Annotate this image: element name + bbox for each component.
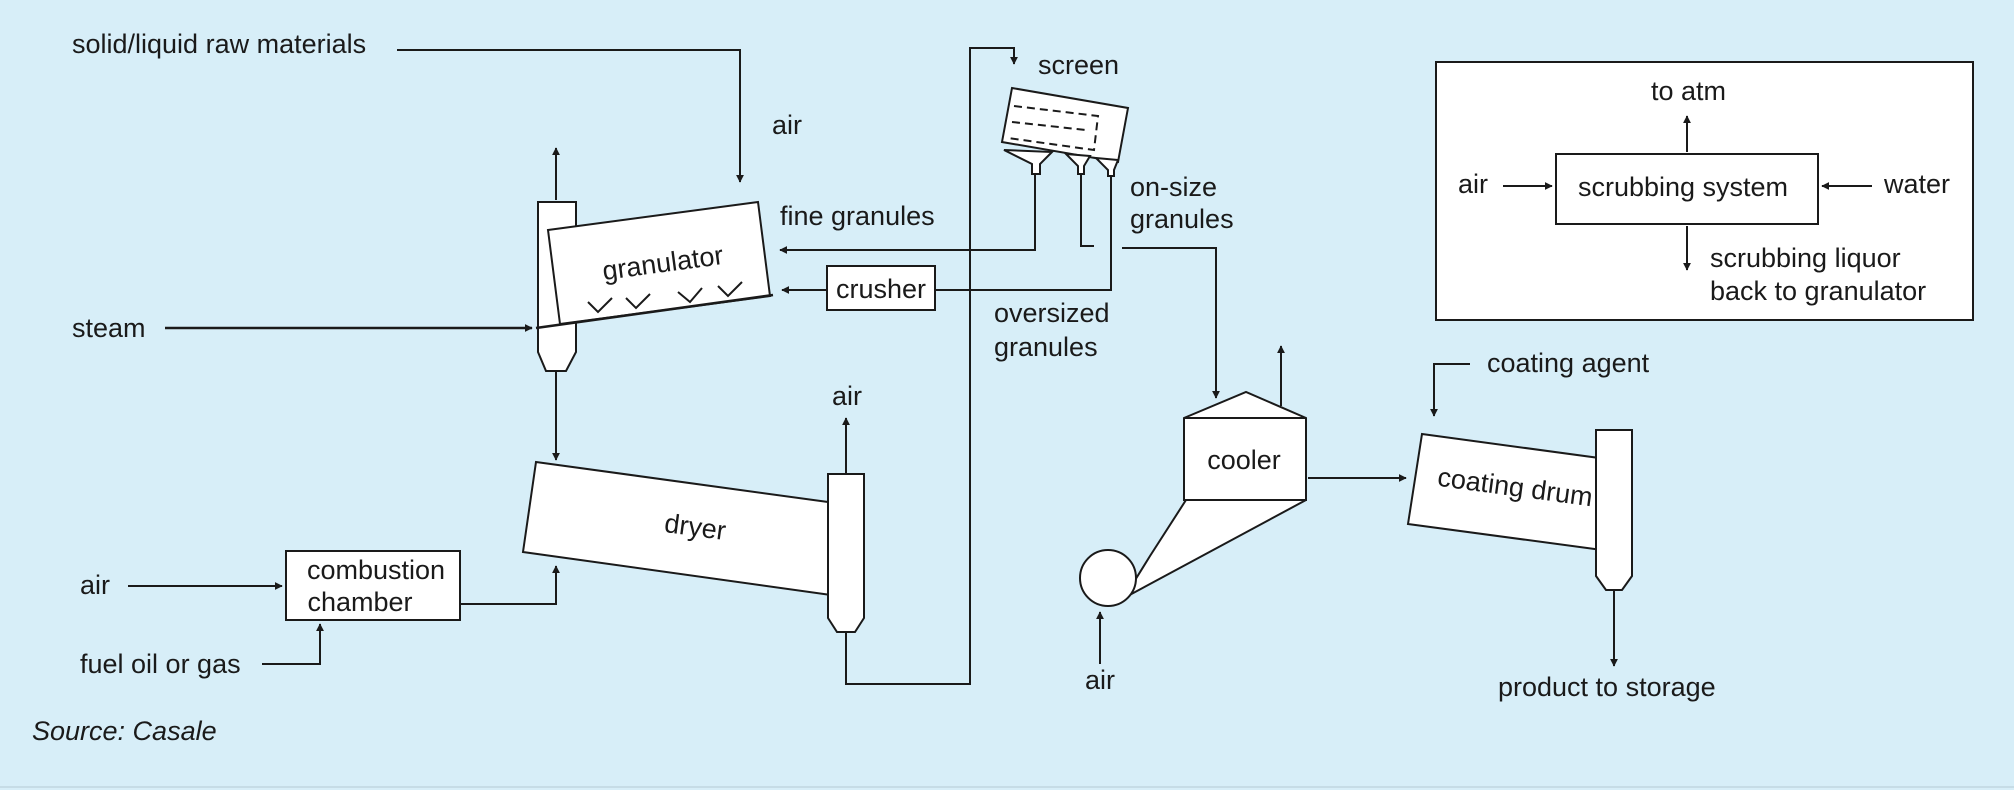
recycle-to-screen-arrow <box>969 47 1018 232</box>
granulator-paddle <box>625 293 651 310</box>
coating-agent-label: coating agent <box>1487 348 1650 378</box>
granulator-paddle <box>677 287 703 304</box>
screen-outlet-fine <box>1003 149 1055 175</box>
screen-unit: screen <box>969 47 1130 232</box>
raw-materials-feed: solid/liquid raw materials <box>72 29 744 183</box>
onsize-to-cooler-arrow <box>1122 247 1220 399</box>
air-left-label: air <box>80 570 110 600</box>
raw-materials-arrow <box>397 49 744 183</box>
hot-gas-to-dryer-arrow <box>460 565 560 605</box>
inset-air-label: air <box>1458 169 1488 199</box>
screen-outlet-oversize <box>1093 156 1120 177</box>
to-atm-label: to atm <box>1651 76 1726 106</box>
screen-label: screen <box>1038 50 1119 80</box>
scrubbing-system-box <box>1555 153 1819 225</box>
onsize-label-2: granules <box>1130 204 1234 234</box>
scrubbing-system-label: scrubbing system <box>1578 172 1788 202</box>
screen-mesh-outer <box>1007 105 1100 152</box>
source-caption: Source: Casale <box>32 716 217 746</box>
product-label: product to storage <box>1498 672 1716 702</box>
crusher-label: crusher <box>836 274 926 304</box>
coating-drum-cyclone <box>1595 429 1633 591</box>
screen-outlet-onsize <box>1063 152 1092 175</box>
air-dryer-label: air <box>832 381 862 411</box>
combustion-chamber-box <box>285 550 461 621</box>
coating-drum-unit: coating agent coating drum product to st… <box>1406 348 1716 702</box>
combustion-label-1: combustion <box>307 555 445 585</box>
fine-granules-label: fine granules <box>780 201 935 231</box>
combustion-label-2: chamber <box>307 587 412 617</box>
fuel-to-combustion-arrow <box>262 623 324 665</box>
air-top-label: air <box>772 110 802 140</box>
raw-materials-label: solid/liquid raw materials <box>72 29 366 59</box>
oversized-label-2: granules <box>994 332 1098 362</box>
coating-agent-arrow <box>1430 363 1470 417</box>
fuel-label: fuel oil or gas <box>80 649 241 679</box>
oversized-label-1: oversized <box>994 298 1110 328</box>
granulator-paddle <box>587 297 613 314</box>
air-cooler-label: air <box>1085 665 1115 695</box>
fine-granules-arrow <box>779 174 1036 254</box>
liquor-label-1: scrubbing liquor <box>1710 243 1901 273</box>
granulator-base-line <box>535 293 774 330</box>
cooler-unit: cooler air <box>1079 345 1407 695</box>
dryer-to-screen-line <box>845 226 971 685</box>
inset-water-label: water <box>1883 169 1950 199</box>
crusher-box <box>826 265 936 311</box>
liquor-label-2: back to granulator <box>1710 276 1926 306</box>
granulator-unit: granulator <box>535 200 774 330</box>
steam-label: steam <box>72 313 146 343</box>
cooler-label: cooler <box>1207 445 1281 475</box>
oversized-to-crusher-line <box>936 176 1112 291</box>
scrubbing-inset: to atm scrubbing system air water scrubb… <box>1435 61 1974 321</box>
dryer-cyclone <box>827 473 865 633</box>
cooler-fan <box>1079 549 1137 607</box>
granulator-paddle <box>717 281 743 298</box>
onsize-label-1: on-size <box>1130 172 1217 202</box>
onsize-outlet-line <box>1080 174 1094 247</box>
